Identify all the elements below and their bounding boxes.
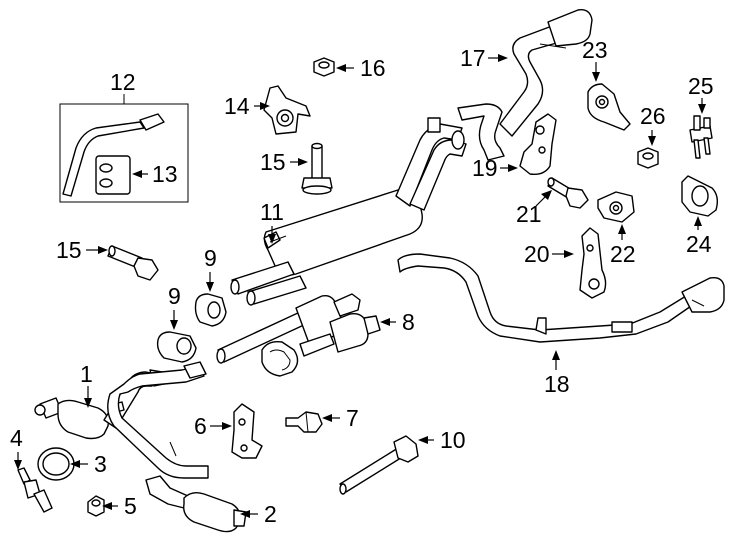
callout-21: 21 bbox=[516, 190, 552, 227]
callout-18: 18 bbox=[544, 350, 570, 397]
callout-label: 10 bbox=[440, 427, 466, 453]
callout-15-upper: 15 bbox=[260, 149, 308, 175]
callout-label: 5 bbox=[124, 493, 137, 519]
callout-7: 7 bbox=[322, 405, 359, 431]
part-14-hanger-bracket bbox=[263, 85, 311, 135]
callout-label: 1 bbox=[80, 361, 93, 387]
callout-17: 17 bbox=[460, 45, 508, 71]
callout-label: 12 bbox=[110, 69, 136, 95]
part-18-tailpipe bbox=[397, 253, 725, 343]
part-12-inset bbox=[59, 103, 189, 203]
part-21-bolt bbox=[547, 177, 589, 209]
callout-14: 14 bbox=[224, 93, 270, 119]
part-11-muffler bbox=[230, 117, 467, 306]
callout-9-upper: 9 bbox=[204, 245, 217, 292]
callout-label: 7 bbox=[346, 405, 359, 431]
part-15-stud-bolt-upper bbox=[301, 142, 333, 195]
part-20-hanger-bracket bbox=[579, 227, 607, 299]
callout-label: 17 bbox=[460, 45, 486, 71]
part-10-bolt bbox=[339, 435, 419, 495]
callout-label: 24 bbox=[686, 231, 712, 257]
callout-20: 20 bbox=[524, 241, 574, 267]
callout-25: 25 bbox=[688, 73, 714, 114]
part-19-hanger-bracket bbox=[519, 113, 557, 176]
callout-label: 13 bbox=[152, 161, 178, 187]
callout-2: 2 bbox=[240, 501, 277, 527]
callout-label: 18 bbox=[544, 371, 570, 397]
part-8-converter-assembly bbox=[216, 293, 381, 377]
part-7-bolt bbox=[285, 411, 323, 433]
part-23-isolator bbox=[587, 83, 631, 131]
part-6-bracket bbox=[231, 403, 263, 459]
part-16-nut bbox=[313, 57, 335, 77]
part-15-bolt-lower bbox=[107, 245, 159, 281]
callout-19: 19 bbox=[472, 155, 518, 181]
callout-label: 15 bbox=[260, 149, 286, 175]
callout-11: 11 bbox=[260, 199, 284, 244]
part-22-isolator bbox=[597, 191, 635, 223]
callout-label: 4 bbox=[10, 425, 23, 451]
callout-label: 8 bbox=[402, 309, 415, 335]
part-2-converter bbox=[145, 475, 247, 533]
part-26-nut bbox=[637, 147, 659, 169]
callout-label: 23 bbox=[582, 37, 608, 63]
part-9-isolator-upper bbox=[194, 293, 227, 327]
callout-label: 22 bbox=[610, 241, 636, 267]
callout-23: 23 bbox=[582, 37, 608, 82]
callout-label: 15 bbox=[56, 237, 82, 263]
part-13-block bbox=[95, 155, 131, 195]
callout-5: 5 bbox=[102, 493, 137, 519]
part-1-converter-pipe bbox=[34, 361, 209, 479]
part-24-isolator bbox=[681, 175, 719, 217]
callout-label: 6 bbox=[194, 413, 207, 439]
callout-8: 8 bbox=[380, 309, 415, 335]
part-9-isolator-lower bbox=[156, 331, 197, 363]
callout-1: 1 bbox=[80, 361, 93, 408]
callout-15-lower: 15 bbox=[56, 237, 108, 263]
part-3-gasket bbox=[37, 447, 75, 481]
callout-label: 26 bbox=[640, 103, 666, 129]
part-17-tailpipe bbox=[457, 9, 593, 161]
part-25-stud-bracket bbox=[689, 115, 713, 159]
callout-label: 19 bbox=[472, 155, 498, 181]
callout-label: 11 bbox=[260, 199, 284, 225]
callout-label: 9 bbox=[204, 245, 217, 271]
callout-label: 16 bbox=[360, 55, 386, 81]
callout-16: 16 bbox=[336, 55, 386, 81]
callout-12: 12 bbox=[110, 69, 136, 104]
callout-3: 3 bbox=[70, 451, 107, 477]
callout-24: 24 bbox=[686, 216, 712, 257]
part-5-nut bbox=[87, 495, 105, 517]
callout-label: 25 bbox=[688, 73, 714, 99]
part-4-oxygen-sensor bbox=[17, 467, 53, 513]
callout-13: 13 bbox=[132, 161, 178, 187]
callout-9-lower: 9 bbox=[168, 283, 181, 330]
callout-label: 2 bbox=[264, 501, 277, 527]
callout-10: 10 bbox=[418, 427, 466, 453]
callout-6: 6 bbox=[194, 413, 232, 439]
callout-label: 9 bbox=[168, 283, 181, 309]
callout-4: 4 bbox=[10, 425, 23, 470]
callout-label: 14 bbox=[224, 93, 250, 119]
callout-22: 22 bbox=[610, 224, 636, 267]
callout-label: 20 bbox=[524, 241, 550, 267]
callout-label: 3 bbox=[94, 451, 107, 477]
callout-26: 26 bbox=[640, 103, 666, 146]
